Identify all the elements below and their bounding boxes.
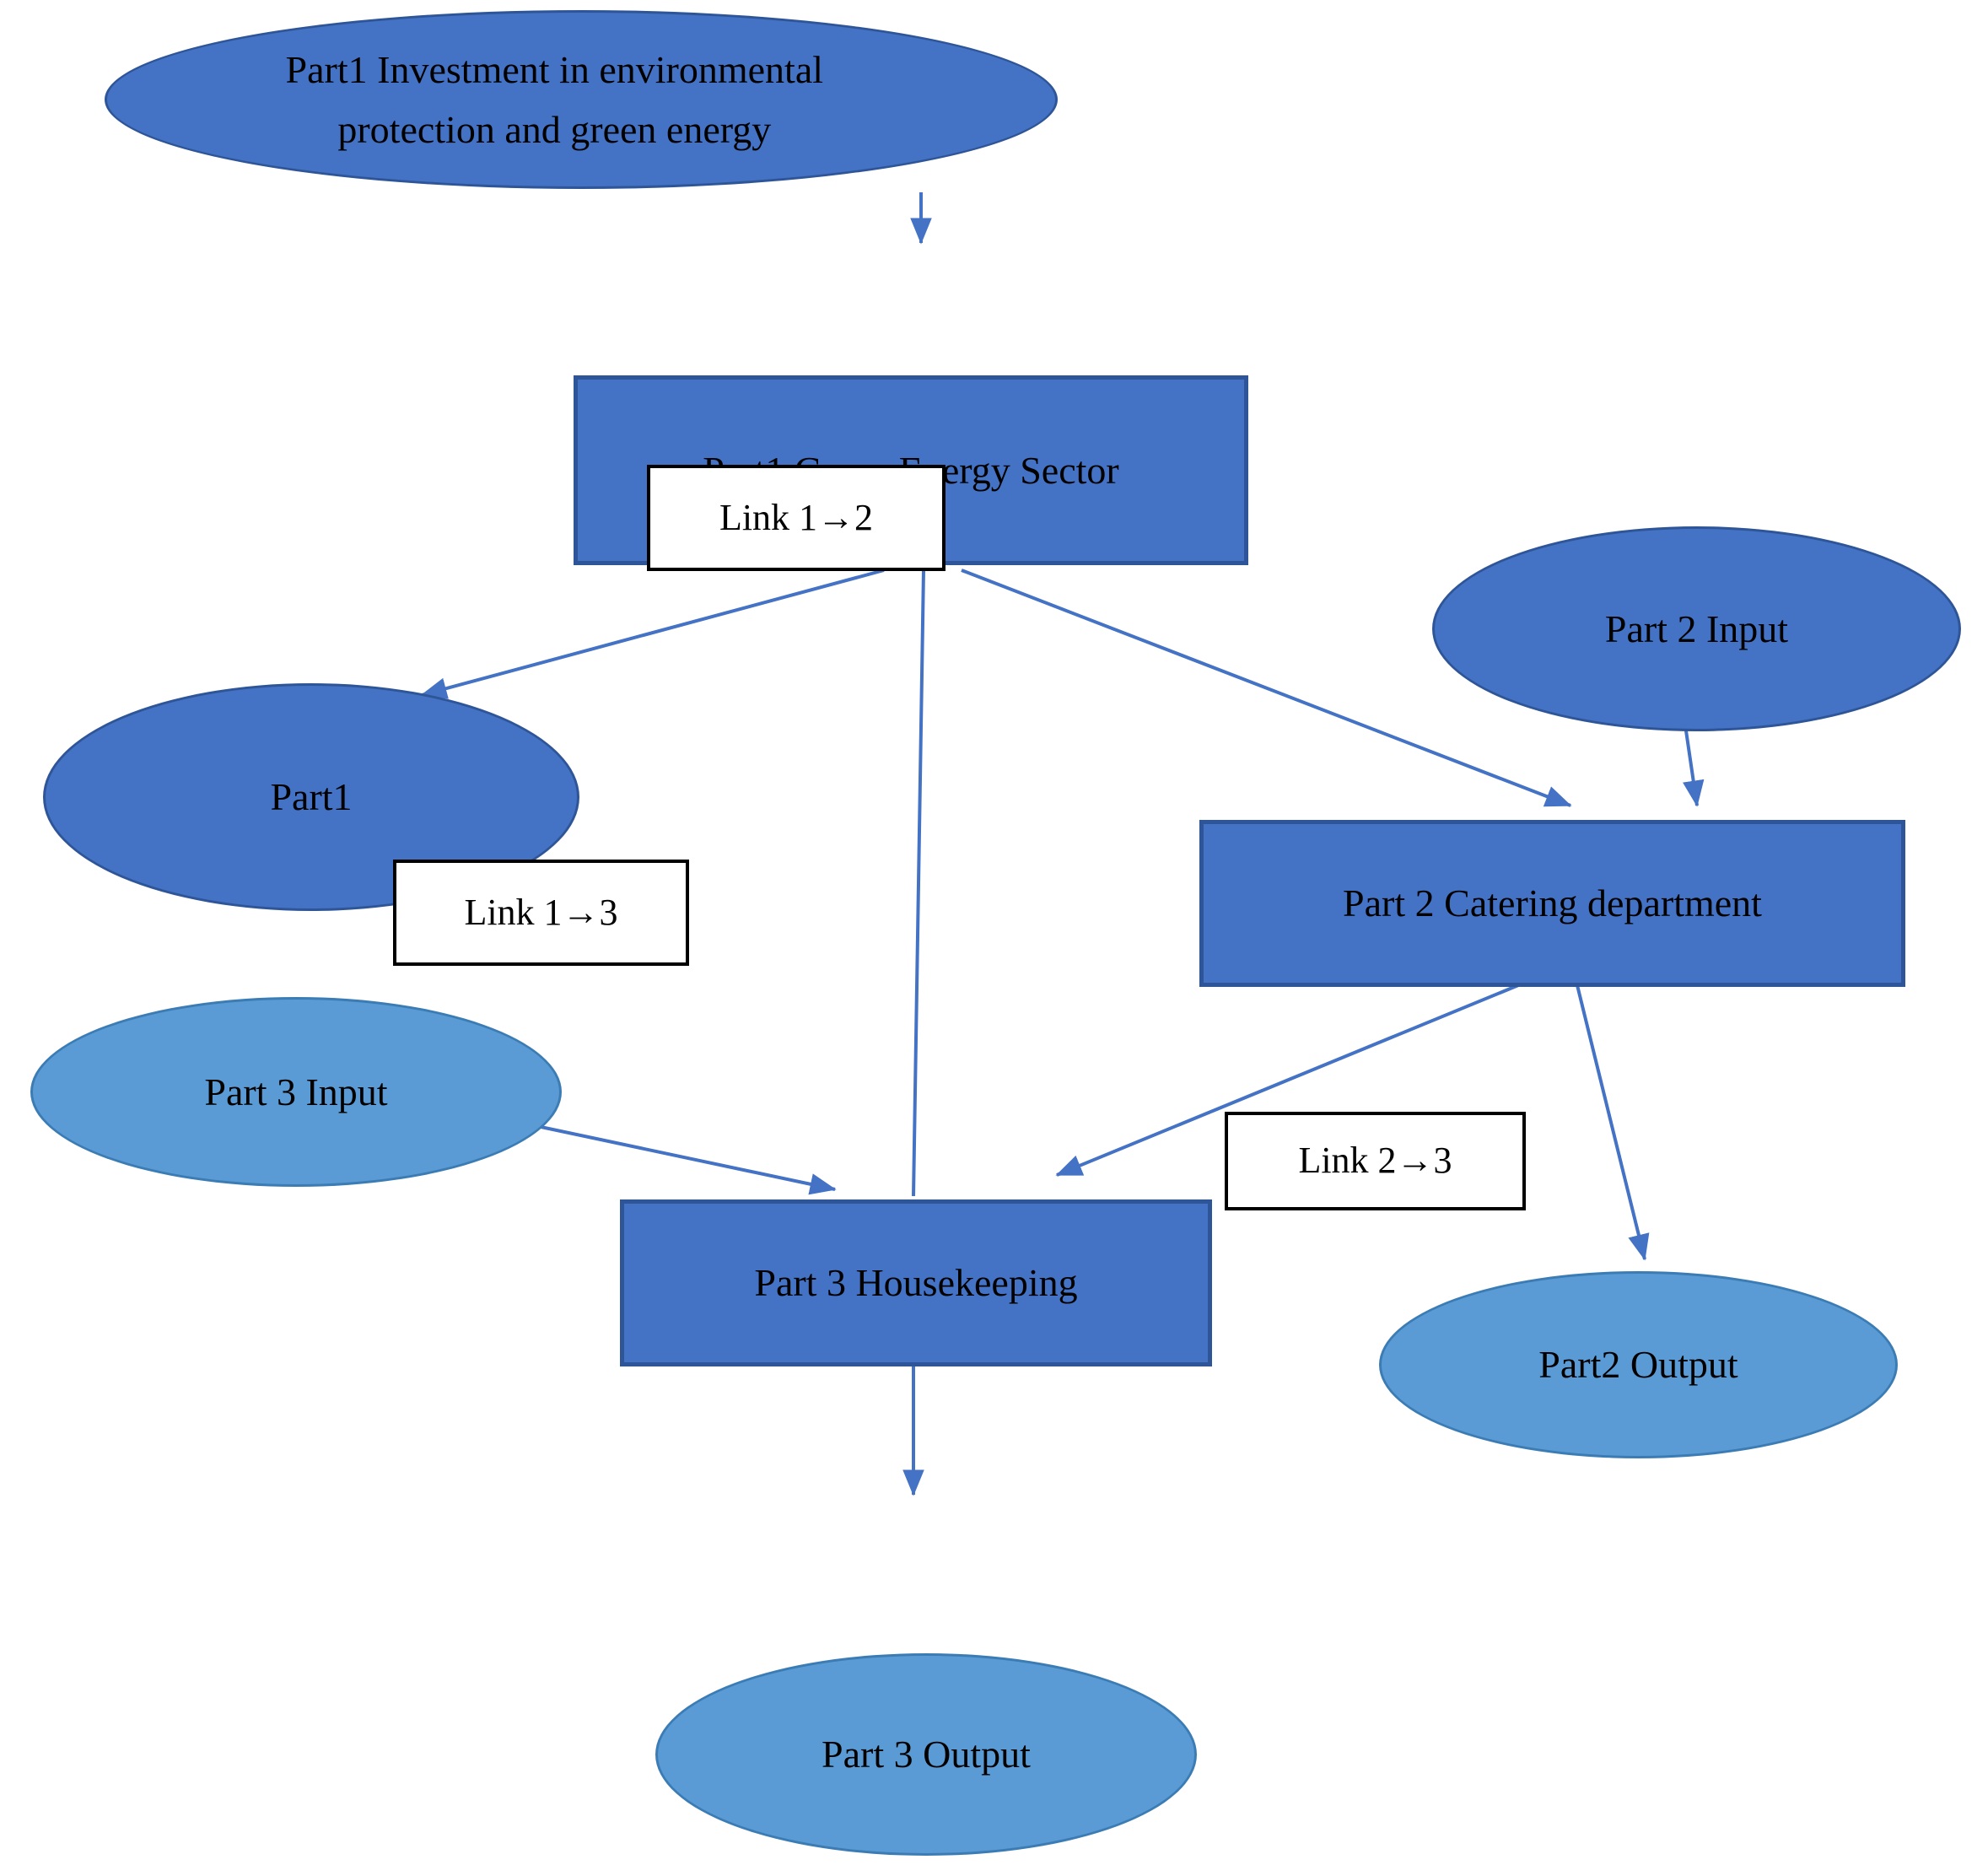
edge-label-link-1-3[interactable]: Link 1→3 — [393, 860, 689, 966]
node-part3-housekeeping-label: Part 3 Housekeeping — [754, 1261, 1078, 1305]
node-part2-output-label: Part2 Output — [1538, 1343, 1738, 1387]
node-part3-output[interactable]: Part 3 Output — [655, 1653, 1197, 1856]
node-part1-label: Part1 — [270, 775, 353, 819]
node-part2-catering-label: Part 2 Catering department — [1343, 881, 1762, 925]
node-investment-line-1: Part1 Investment in environmental — [285, 47, 824, 91]
node-investment-line-2: protection and green energy — [337, 108, 772, 151]
node-part1[interactable]: Part1 — [43, 683, 579, 911]
edge-catering-to-part2output — [1575, 981, 1650, 1261]
node-part2-input[interactable]: Part 2 Input — [1432, 526, 1961, 731]
node-part3-housekeeping[interactable]: Part 3 Housekeeping — [620, 1199, 1212, 1366]
node-part3-input-label: Part 3 Input — [204, 1070, 388, 1113]
edge-label-link-1-2[interactable]: Link 1→2 — [647, 465, 946, 571]
edge-sector-to-part1 — [420, 569, 885, 699]
node-investment[interactable]: Part1 Investment in environmental protec… — [105, 10, 1058, 189]
node-part3-input[interactable]: Part 3 Input — [30, 997, 562, 1187]
node-part2-input-label: Part 2 Input — [1604, 606, 1789, 650]
edge-label-link-2-3[interactable]: Link 2→3 — [1225, 1112, 1526, 1210]
node-part2-output[interactable]: Part2 Output — [1379, 1271, 1898, 1458]
node-part2-catering[interactable]: Part 2 Catering department — [1199, 820, 1905, 987]
edge-label-link-2-3-text: Link 2→3 — [1298, 1140, 1452, 1182]
edge-sector-to-housekeeping — [912, 569, 925, 1197]
edge-label-link-1-2-text: Link 1→2 — [719, 496, 874, 538]
edge-label-link-1-3-text: Link 1→3 — [464, 891, 618, 933]
node-part3-output-label: Part 3 Output — [822, 1733, 1031, 1776]
